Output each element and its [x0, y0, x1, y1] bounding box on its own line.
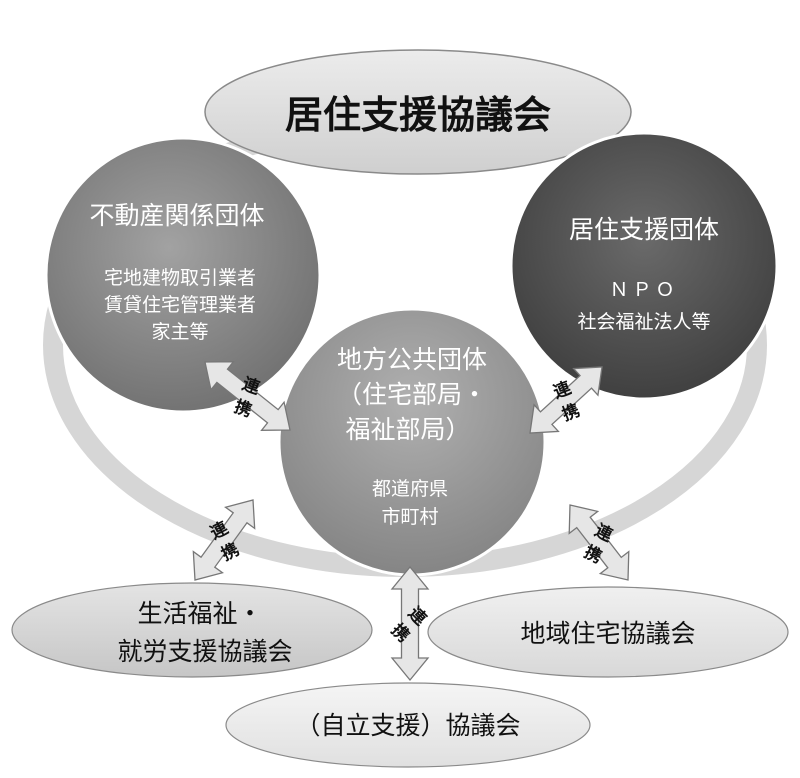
housing-support-node: 居住支援団体 ＮＰＯ 社会福祉法人等	[509, 131, 779, 401]
real-estate-line-3: 家主等	[151, 321, 208, 343]
double-arrow-icon	[390, 565, 430, 682]
link-label: 携	[559, 400, 582, 426]
regional-housing-council-node: 地域住宅協議会	[427, 586, 789, 678]
link-label: 連	[239, 373, 263, 399]
real-estate-node: 不動産関係団体 宅地建物取引業者 賃貸住宅管理業者 家主等	[44, 136, 322, 414]
local-gov-title-2: （住宅部局・	[337, 380, 487, 409]
link-label: 携	[232, 396, 255, 421]
title-node: 居住支援協議会	[204, 49, 632, 175]
welfare-employment-council-node: 生活福祉・ 就労支援協議会	[11, 582, 373, 678]
local-gov-line-2: 市町村	[381, 506, 438, 528]
real-estate-line-1: 宅地建物取引業者	[104, 267, 256, 289]
real-estate-title: 不動産関係団体	[89, 201, 264, 230]
link-arrow-independence-gov: 連携	[387, 565, 432, 682]
real-estate-line-2: 賃貸住宅管理業者	[104, 294, 256, 316]
link-arrow-real-estate-gov: 連携	[204, 361, 291, 431]
local-gov-title-3: 福祉部局）	[345, 415, 470, 444]
local-gov-line-1: 都道府県	[372, 478, 448, 500]
housing-support-line-2: 社会福祉法人等	[577, 311, 710, 333]
local-gov-title-1: 地方公共団体	[337, 345, 487, 374]
double-arrow-icon	[192, 499, 256, 581]
housing-support-title: 居住支援団体	[569, 215, 719, 244]
regional-housing-council-label: 地域住宅協議会	[520, 619, 695, 648]
independence-support-council-node: （自立支援）協議会	[225, 682, 591, 768]
welfare-council-line-2: 就労支援協議会	[117, 637, 292, 666]
independence-council-label: （自立支援）協議会	[295, 711, 520, 740]
page-title: 居住支援協議会	[285, 93, 551, 137]
double-arrow-icon	[529, 366, 603, 434]
housing-support-line-1: ＮＰＯ	[609, 279, 678, 301]
double-arrow-icon	[204, 361, 291, 431]
welfare-council-line-1: 生活福祉・	[137, 599, 262, 628]
local-government-node: 地方公共団体 （住宅部局・ 福祉部局） 都道府県 市町村	[277, 307, 547, 577]
double-arrow-icon	[568, 504, 630, 581]
